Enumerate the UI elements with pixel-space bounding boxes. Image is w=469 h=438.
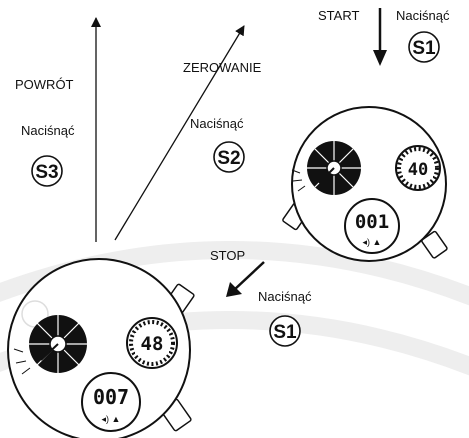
stop-arrow <box>226 261 265 297</box>
chrono-subdial: 40 <box>395 145 441 191</box>
mode-subdial <box>13 315 87 375</box>
press-label-back: Naciśnąć <box>21 123 75 138</box>
chrono-seconds-display: 48 <box>141 333 164 355</box>
counter-window: 001 ◂) ▲ <box>344 198 400 254</box>
button-badge-back: S3 <box>31 155 63 187</box>
counter-window: 007 ◂) ▲ <box>81 372 141 432</box>
reset-label: ZEROWANIE <box>183 60 262 75</box>
svg-text:S2: S2 <box>217 148 240 169</box>
mode-subdial <box>291 141 361 195</box>
press-label-start: Naciśnąć <box>396 8 450 23</box>
chrono-subdial: 48 <box>126 317 178 369</box>
watch-top: 40 001 ◂) ▲ <box>282 106 448 262</box>
button-badge-start: S1 <box>408 31 440 63</box>
svg-text:S1: S1 <box>412 38 436 59</box>
button-badge-stop: S1 <box>269 315 301 347</box>
svg-text:S3: S3 <box>35 162 58 183</box>
press-label-reset: Naciśnąć <box>190 116 244 131</box>
alarm-icons: ◂) ▲ <box>102 414 121 424</box>
chrono-seconds-display: 40 <box>408 160 428 180</box>
alarm-icons: ◂) ▲ <box>363 237 382 247</box>
svg-text:S1: S1 <box>273 322 297 343</box>
stop-label: STOP <box>210 248 245 263</box>
watch-bottom: 48 007 ◂) ▲ <box>7 258 195 438</box>
start-label: START <box>318 8 359 23</box>
counter-display: 007 <box>93 385 129 409</box>
counter-display: 001 <box>355 211 389 233</box>
button-badge-reset: S2 <box>213 141 245 173</box>
press-label-stop: Naciśnąć <box>258 289 312 304</box>
start-arrow <box>373 8 387 66</box>
back-label: POWRÓT <box>15 77 74 92</box>
reset-arrow <box>114 25 245 241</box>
